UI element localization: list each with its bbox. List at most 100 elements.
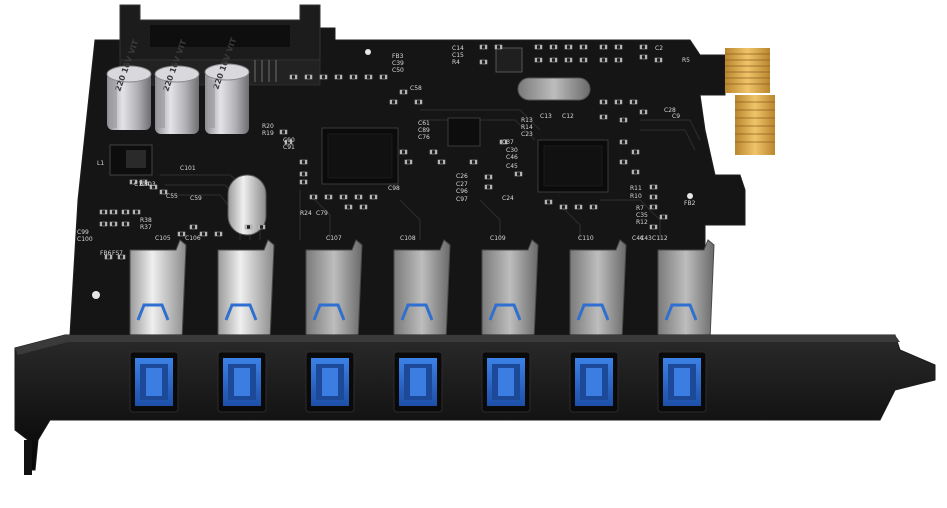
smd-component: [117, 254, 126, 260]
silkscreen-label: C39: [392, 60, 404, 67]
silkscreen-label: C112: [652, 235, 668, 242]
silkscreen-label: R13: [521, 117, 533, 124]
usb-housing: [657, 239, 715, 341]
smd-component: [344, 204, 353, 210]
silkscreen-label: C30: [506, 147, 518, 154]
silkscreen-label: C89: [418, 127, 430, 134]
smd-component: [304, 74, 313, 80]
silkscreen-label: C26: [456, 173, 468, 180]
smd-component: [639, 44, 648, 50]
silkscreen-label: C43: [640, 235, 652, 242]
silkscreen-label: R37: [140, 224, 152, 231]
usb-port[interactable]: [217, 351, 267, 413]
smd-component: [324, 194, 333, 200]
silkscreen-label: FS7: [112, 250, 123, 257]
smd-component: [414, 99, 423, 105]
smd-component: [574, 204, 583, 210]
smd-component: [109, 209, 118, 215]
silkscreen-label: R19: [262, 130, 274, 137]
smd-component: [429, 149, 438, 155]
smd-component: [257, 224, 266, 230]
smd-component: [109, 221, 118, 227]
silkscreen-label: C101: [180, 165, 196, 172]
silkscreen-label: C107: [326, 235, 342, 242]
silkscreen-label: L1: [97, 160, 104, 167]
silkscreen-label: C104: [134, 181, 150, 188]
controller-chip-left: [321, 127, 399, 185]
silkscreen-label: C97: [456, 196, 468, 203]
pcie-connector: [725, 48, 775, 155]
silkscreen-label: C2: [655, 45, 663, 52]
smd-component: [99, 209, 108, 215]
silkscreen-label: C98: [388, 185, 400, 192]
silkscreen-label: C105: [155, 235, 171, 242]
smd-component: [534, 57, 543, 63]
smd-component: [619, 159, 628, 165]
smd-component: [284, 139, 293, 145]
smd-component: [299, 159, 308, 165]
electrolytic-capacitors: 220 16V VIT 220 16V VIT 220 16V VIT: [106, 36, 250, 134]
silkscreen-label: C96: [456, 188, 468, 195]
smd-component: [479, 59, 488, 65]
smd-component: [359, 204, 368, 210]
silkscreen-label: C14: [452, 45, 464, 52]
smd-component: [639, 109, 648, 115]
silkscreen-label: C27: [456, 181, 468, 188]
smd-component: [244, 224, 253, 230]
silkscreen-label: C103: [140, 181, 156, 188]
silkscreen-label: R14: [521, 124, 533, 131]
capacitor-stripe: [159, 80, 165, 128]
smd-component: [279, 129, 288, 135]
silkscreen-label: C13: [540, 113, 552, 120]
usb-port[interactable]: [393, 351, 443, 413]
smd-component: [599, 99, 608, 105]
mounting-hole: [92, 291, 100, 299]
silkscreen-label: R7: [636, 205, 644, 212]
smd-component: [649, 224, 658, 230]
silkscreen-label: R5: [682, 57, 690, 64]
silkscreen-label: C99: [77, 229, 89, 236]
silkscreen-label: C79: [316, 210, 328, 217]
usb-port[interactable]: [305, 351, 355, 413]
smd-component: [484, 184, 493, 190]
smd-component: [132, 209, 141, 215]
smd-component: [619, 139, 628, 145]
smd-component: [614, 99, 623, 105]
smd-component: [631, 169, 640, 175]
smd-component: [349, 74, 358, 80]
usb-port[interactable]: [569, 351, 619, 413]
smd-component: [564, 57, 573, 63]
silkscreen-label: C37: [502, 139, 514, 146]
usb-housing: [129, 239, 187, 341]
controller-chip-right: [537, 139, 609, 193]
silkscreen-label: C12: [562, 113, 574, 120]
usb-housing: [217, 239, 275, 341]
silkscreen-label: C45: [506, 163, 518, 170]
regulator: [109, 144, 153, 176]
silkscreen-label: FB3: [392, 53, 404, 60]
silkscreen-labels: C14C15R4C2R5FB3C39C50C58C61C89C76R13R14C…: [77, 45, 696, 257]
smd-component: [399, 149, 408, 155]
silkscreen-label: R24: [300, 210, 312, 217]
crystal-oscillator: [227, 47, 591, 236]
silkscreen-label: C44: [632, 235, 644, 242]
silkscreen-label: C91: [283, 144, 295, 151]
smd-component: [649, 184, 658, 190]
usb-port[interactable]: [129, 351, 179, 413]
silkscreen-label: R10: [630, 193, 642, 200]
smd-component: [484, 174, 493, 180]
smd-component: [289, 74, 298, 80]
silkscreen-label: C110: [578, 235, 594, 242]
usb-port[interactable]: [481, 351, 531, 413]
silkscreen-label: C61: [418, 120, 430, 127]
silkscreen-label: C35: [636, 212, 648, 219]
smd-component: [121, 221, 130, 227]
usb-port[interactable]: [657, 351, 707, 413]
smd-components: [99, 44, 668, 260]
mounting-hole: [365, 49, 371, 55]
silkscreen-label: R12: [636, 219, 648, 226]
smd-component: [599, 44, 608, 50]
smd-component: [189, 224, 198, 230]
smd-component: [599, 57, 608, 63]
usb-housing: [481, 239, 539, 341]
